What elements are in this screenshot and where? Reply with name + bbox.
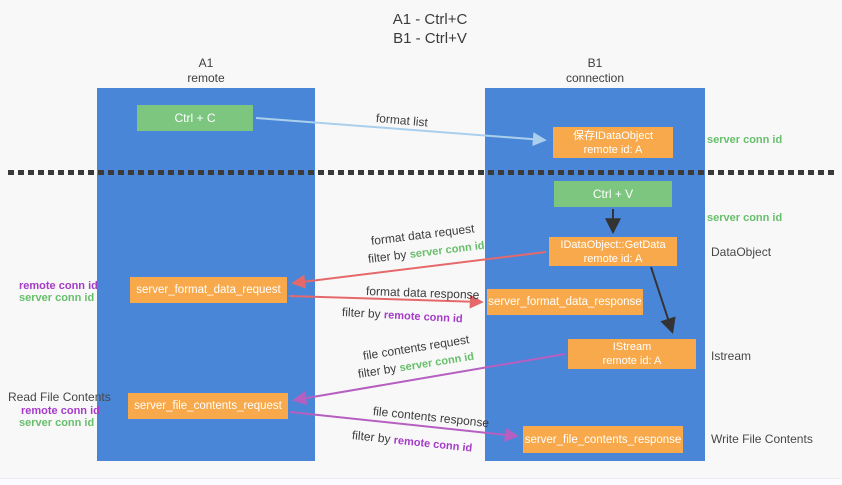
dataobject-annotation: DataObject xyxy=(711,245,772,259)
save-idataobject-title: 保存IDataObject xyxy=(572,129,654,142)
write-file-contents-annotation: Write File Contents xyxy=(711,432,813,446)
server-conn-id-annotation-left-bottom: server conn id xyxy=(19,417,95,429)
server-conn-id-annotation-left-mid: server conn id xyxy=(19,292,95,304)
server-conn-id-annotation-top: server conn id xyxy=(707,134,783,146)
lifeline-b1-name: B1 xyxy=(587,56,603,70)
getdata-remote-id: remote id: A xyxy=(583,252,643,265)
remote-conn-id-text: remote conn id xyxy=(383,309,463,326)
server-format-data-request-box: server_format_data_request xyxy=(130,277,287,303)
server-conn-id-text: server conn id xyxy=(409,239,486,261)
file-contents-response-label: file contents response xyxy=(372,404,490,431)
dotted-separator xyxy=(8,170,836,175)
filter-by-text: filter by xyxy=(341,305,382,322)
filter-by-text: filter by xyxy=(356,361,398,381)
getdata-title: IDataObject::GetData xyxy=(560,238,666,251)
lifeline-b1-role: connection xyxy=(565,71,625,85)
istream-title: IStream xyxy=(612,341,652,353)
remote-conn-id-annotation-bottom: remote conn id xyxy=(21,405,100,417)
filter-by-text: filter by xyxy=(367,247,408,266)
remote-conn-id-annotation-mid: remote conn id xyxy=(19,280,98,292)
read-file-contents-annotation: Read File Contents xyxy=(8,390,111,404)
getdata-box: IDataObject::GetData remote id: A xyxy=(549,237,677,266)
bottom-edge xyxy=(0,478,842,485)
ctrl-v-box: Ctrl + V xyxy=(554,181,672,207)
istream-box: IStream remote id: A xyxy=(568,339,696,369)
istream-annotation: Istream xyxy=(711,349,752,363)
server-conn-id-annotation-mid: server conn id xyxy=(707,212,783,224)
title-line-a1: A1 - Ctrl+C xyxy=(392,11,468,28)
server-file-contents-request-box: server_file_contents_request xyxy=(128,393,288,419)
save-idataobject-box: 保存IDataObject remote id: A xyxy=(553,127,673,158)
ctrl-c-box: Ctrl + C xyxy=(137,105,253,131)
diagram-title: A1 - Ctrl+C B1 - Ctrl+V xyxy=(330,10,530,48)
server-file-contents-response-box: server_file_contents_response xyxy=(523,426,683,453)
filter-by-text: filter by xyxy=(351,428,392,447)
format-data-response-filter-label: filter by remote conn id xyxy=(342,305,463,325)
lifeline-a1-name: A1 xyxy=(198,56,214,70)
format-data-response-label: format data response xyxy=(365,284,480,302)
save-idataobject-remote-id: remote id: A xyxy=(583,143,643,156)
lifeline-header-a1: A1 remote xyxy=(97,56,315,86)
file-contents-response-filter-label: filter by remote conn id xyxy=(351,428,473,455)
format-list-label: format list xyxy=(375,111,429,130)
remote-conn-id-text: remote conn id xyxy=(393,434,473,455)
server-format-data-response-box: server_format_data_response xyxy=(487,289,643,315)
istream-remote-id: remote id: A xyxy=(602,355,662,367)
title-line-b1: B1 - Ctrl+V xyxy=(393,30,467,47)
lifeline-a1-role: remote xyxy=(187,71,225,85)
lifeline-header-b1: B1 connection xyxy=(485,56,705,86)
